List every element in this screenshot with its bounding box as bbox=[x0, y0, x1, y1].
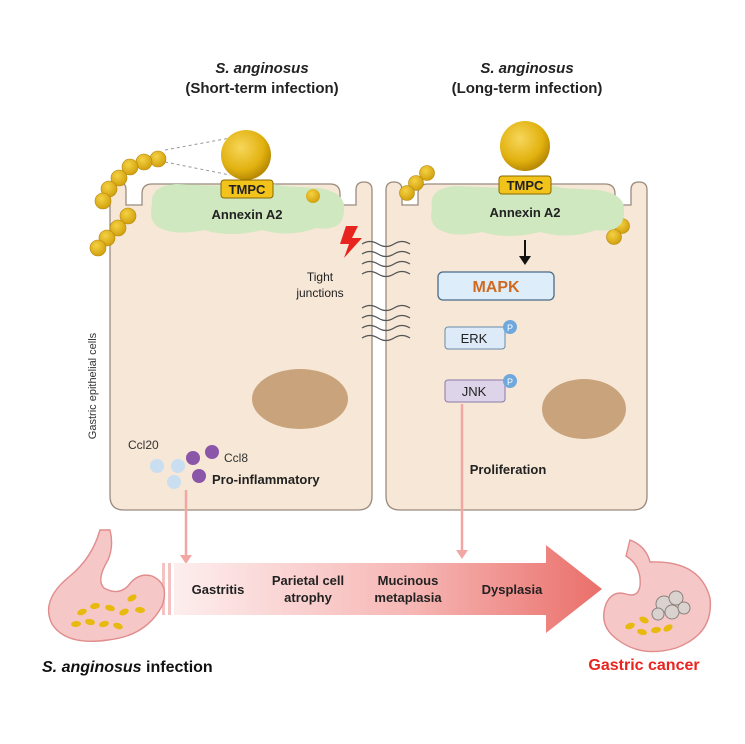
mapk-box bbox=[437, 271, 555, 301]
erk-phospho-label: P bbox=[507, 323, 513, 333]
progression-stage-line: atrophy bbox=[284, 590, 332, 605]
cancer-stomach-illustration bbox=[603, 539, 712, 653]
progression-stage-label: Gastritis bbox=[192, 582, 245, 597]
progression-stage-line: Mucinous bbox=[378, 573, 439, 588]
ccl8-molecules bbox=[186, 445, 219, 483]
tmpc-tag-left bbox=[220, 179, 274, 199]
infection-label-species: S. anginosus bbox=[42, 659, 142, 676]
right-title-condition: (Long-term infection) bbox=[452, 80, 603, 97]
erk-box bbox=[444, 326, 506, 350]
tmpc-label-left: TMPC bbox=[229, 182, 266, 197]
progression-tail-bar-2 bbox=[168, 563, 171, 615]
gastric-epithelial-cells-label: Gastric epithelial cells bbox=[87, 332, 99, 439]
zoom-guide-line-top bbox=[164, 137, 231, 151]
progression-arrow bbox=[174, 545, 602, 633]
pro-inflammatory-label: Pro-inflammatory bbox=[212, 472, 320, 487]
zoom-guide-line-bottom bbox=[164, 161, 231, 176]
progression-stage-label: Mucinous metaplasia bbox=[374, 573, 442, 605]
gastric-cancer-label: Gastric cancer bbox=[588, 657, 699, 674]
ccl20-label: Ccl20 bbox=[128, 438, 159, 452]
signaling-arrow-head bbox=[519, 256, 531, 265]
tmpc-tag-right bbox=[498, 175, 552, 195]
annexin-a2-left bbox=[151, 182, 345, 234]
mapk-label: MAPK bbox=[472, 279, 520, 296]
erk-phospho-badge bbox=[503, 320, 517, 334]
tight-junctions-label-line2: junctions bbox=[295, 286, 343, 300]
left-title-species: S. anginosus bbox=[215, 60, 308, 77]
lightning-bolt-icon bbox=[340, 226, 362, 258]
progression-stage-label: Dysplasia bbox=[482, 582, 543, 597]
bacteria-chain-left bbox=[89, 150, 167, 257]
proliferation-label: Proliferation bbox=[470, 462, 547, 477]
left-title-condition: (Short-term infection) bbox=[185, 80, 338, 97]
tmpc-label-right: TMPC bbox=[507, 178, 544, 193]
jnk-label: JNK bbox=[462, 384, 487, 399]
progression-stage-label: Parietal cell atrophy bbox=[272, 573, 344, 605]
bacteria-cluster-right-top bbox=[399, 165, 435, 201]
infected-stomach-illustration bbox=[47, 529, 166, 642]
progression-stages: Gastritis Parietal cell atrophy Mucinous met… bbox=[192, 573, 543, 605]
tight-junctions-label-line1: Tight bbox=[307, 270, 334, 284]
annexin-a2-right bbox=[431, 184, 625, 236]
bacterium-small-left-right bbox=[306, 189, 320, 203]
infection-label-suffix: infection bbox=[142, 659, 213, 676]
inflammation-connector-head bbox=[180, 555, 192, 564]
progression-stage-line: metaplasia bbox=[374, 590, 442, 605]
right-nucleus bbox=[542, 379, 626, 439]
s-anginosus-bacterium-left bbox=[221, 130, 271, 180]
jnk-box bbox=[444, 379, 506, 403]
tight-junction-squiggles bbox=[361, 240, 411, 342]
jnk-connector-head bbox=[456, 550, 468, 559]
ccl8-label: Ccl8 bbox=[224, 451, 248, 465]
left-nucleus bbox=[252, 369, 348, 429]
progression-stage-line: Dysplasia bbox=[482, 582, 543, 597]
progression-stage-line: Gastritis bbox=[192, 582, 245, 597]
jnk-phospho-label: P bbox=[507, 377, 513, 387]
annexin-label-left: Annexin A2 bbox=[211, 207, 282, 222]
infection-label: S. anginosus infection bbox=[42, 659, 213, 676]
erk-label: ERK bbox=[461, 331, 488, 346]
ccl20-molecules bbox=[150, 459, 185, 489]
annexin-label-right: Annexin A2 bbox=[489, 205, 560, 220]
right-title-species: S. anginosus bbox=[480, 60, 573, 77]
s-anginosus-bacterium-right bbox=[500, 121, 550, 171]
jnk-phospho-badge bbox=[503, 374, 517, 388]
progression-stage-line: Parietal cell bbox=[272, 573, 344, 588]
